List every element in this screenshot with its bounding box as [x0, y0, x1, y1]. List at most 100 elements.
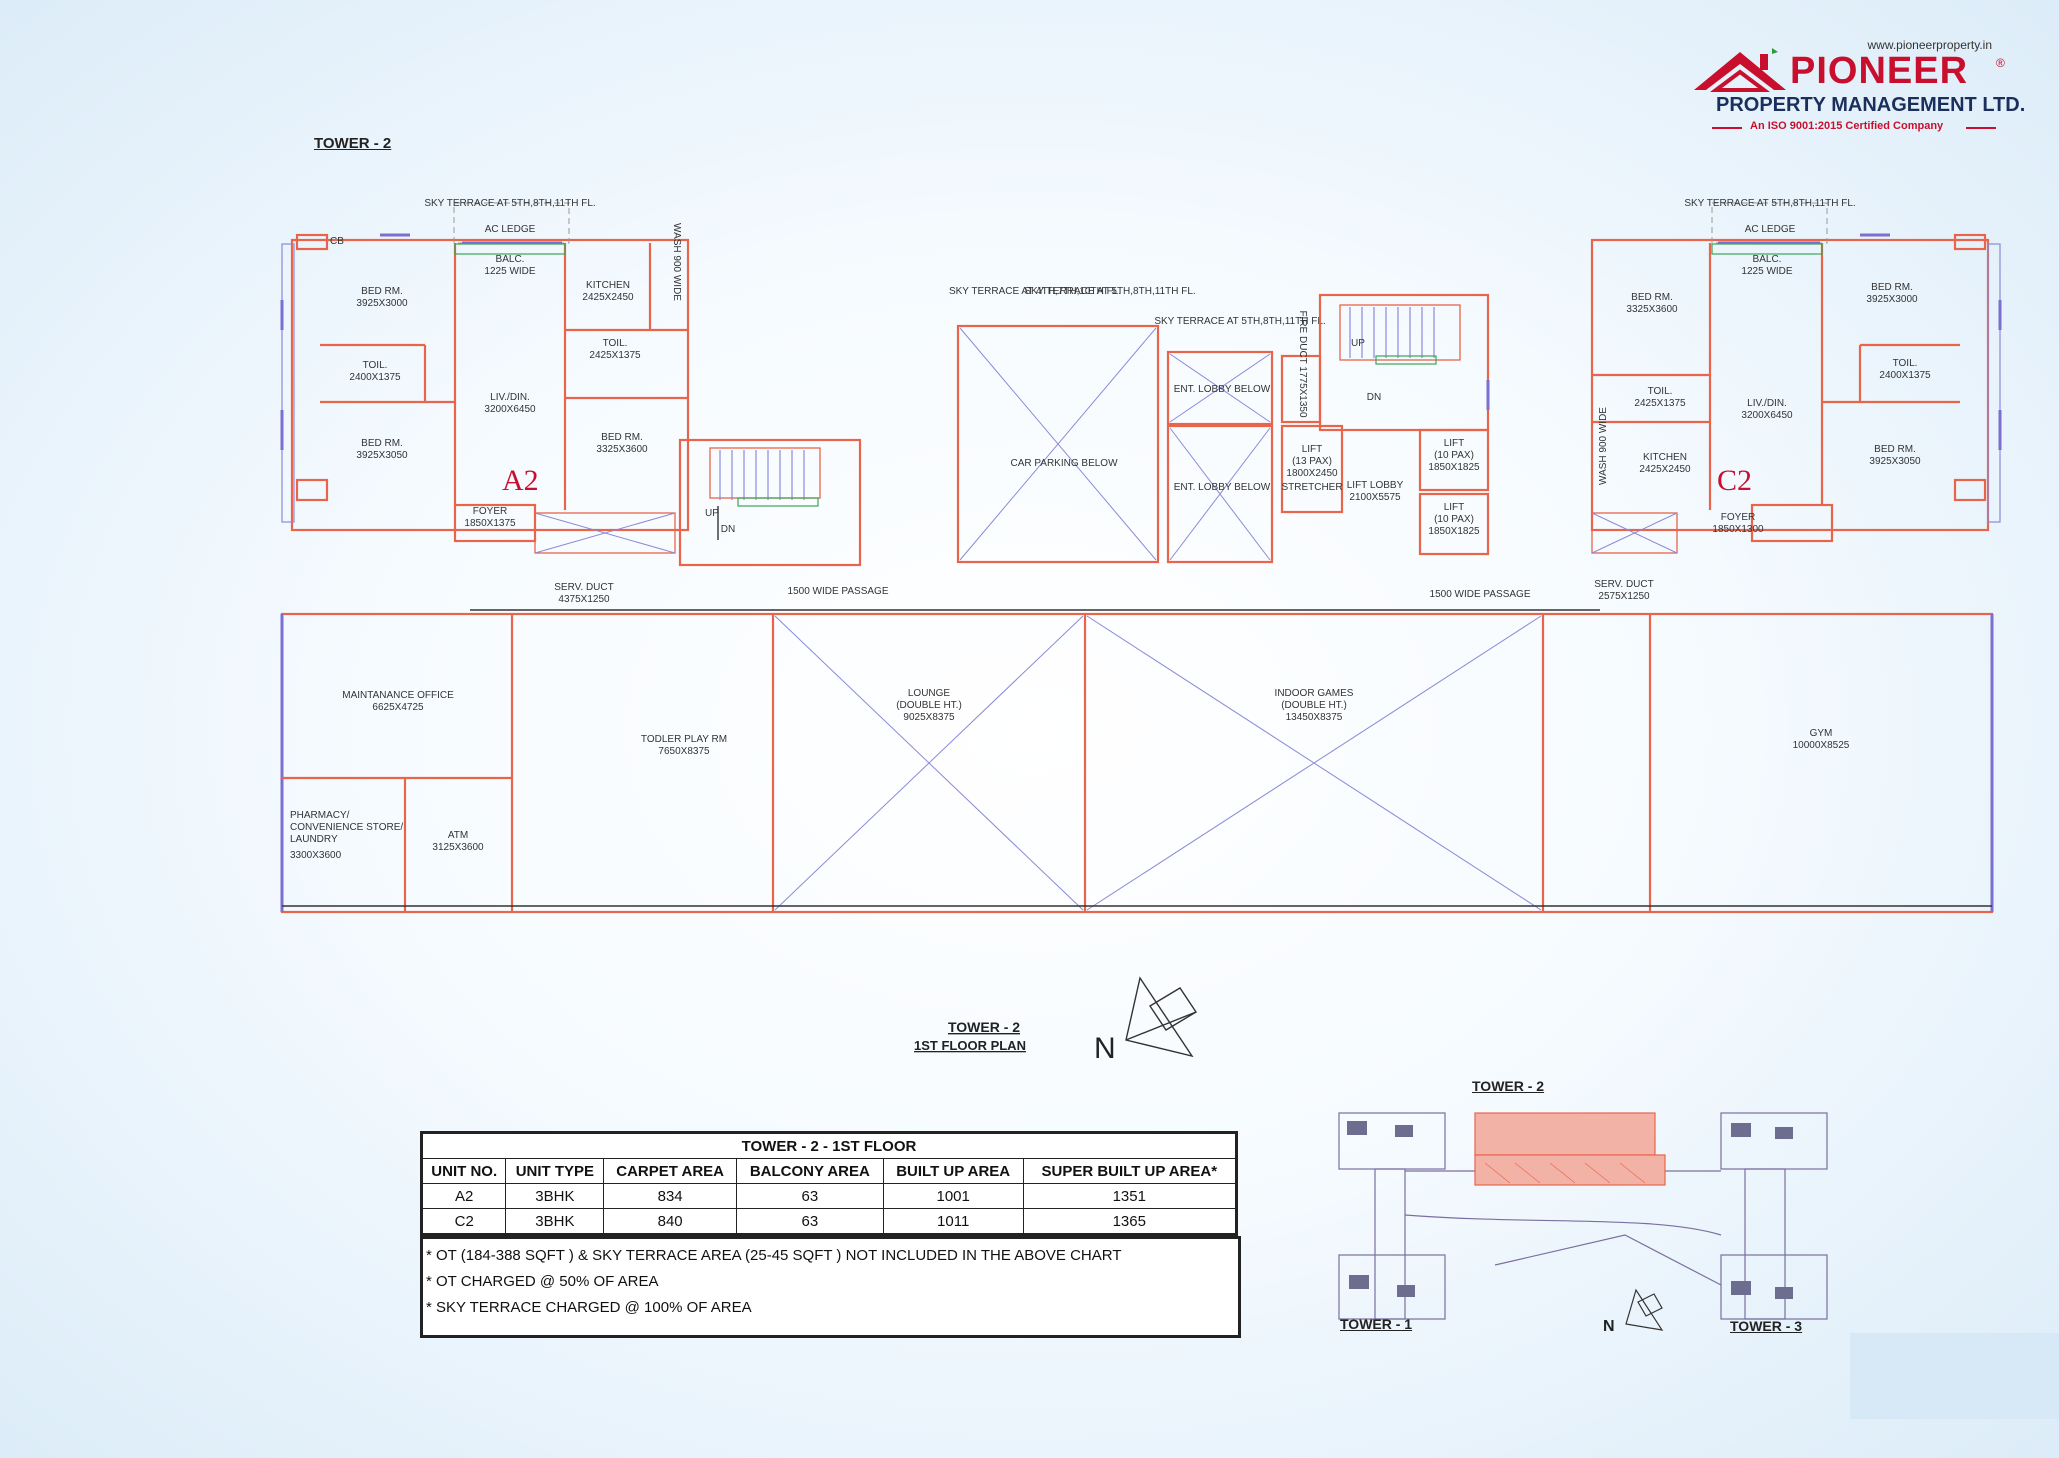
c2-toil2: TOIL.	[1893, 358, 1918, 369]
a2-toil1-dim: 2400X1375	[349, 372, 401, 383]
a2-liv-dim: 3200X6450	[484, 404, 536, 415]
area-table-caption: TOWER - 2 - 1ST FLOOR	[421, 1132, 1237, 1159]
key-plan-north-arrow-icon	[1625, 1288, 1664, 1331]
c2-bed3-dim: 3925X3050	[1869, 456, 1921, 467]
gym: GYM	[1810, 728, 1833, 739]
unit-c2-label: C2	[1717, 464, 1752, 497]
c2-bed3: BED RM.	[1874, 444, 1916, 455]
c2-balc-dim: 1225 WIDE	[1741, 266, 1792, 277]
lounge: LOUNGE	[908, 688, 951, 699]
lift-13-dim: 1800X2450	[1286, 468, 1338, 479]
table-row: A2 3BHK 834 63 1001 1351	[420, 1183, 1238, 1209]
lift-13: LIFT	[1302, 444, 1323, 455]
a2-ac-ledge: AC LEDGE	[485, 224, 536, 235]
lift-10b-sub: (10 PAX)	[1434, 514, 1474, 525]
stair-core-left	[534, 438, 862, 567]
a2-sky-terrace: SKY TERRACE AT 5TH,8TH,11TH FL.	[424, 198, 595, 209]
sky-terrace-mid3: SKY TERRACE AT 5TH,8TH,11TH FL.	[1154, 316, 1325, 327]
lift-core-dn: DN	[1367, 392, 1381, 403]
pharmacy-dim: 3300X3600	[290, 850, 342, 861]
fire-duct: FIRE DUCT 1775X1350	[1297, 310, 1308, 418]
ent-lobby-2: ENT. LOBBY BELOW	[1174, 482, 1271, 493]
north-arrow-icon	[1125, 976, 1197, 1058]
lift-10a: LIFT	[1444, 438, 1465, 449]
note-sky-terrace-charge: * SKY TERRACE CHARGED @ 100% OF AREA	[426, 1299, 752, 1316]
a2-bed1-dim: 3925X3000	[356, 298, 408, 309]
cell-carpet-area: 840	[603, 1208, 737, 1235]
indoor-games-sub: (DOUBLE HT.)	[1281, 700, 1347, 711]
lift-core-up: UP	[1351, 338, 1365, 349]
sky-terrace-mid1: SKY TERRACE AT 4TH,7TH,10TH FL.	[949, 286, 1121, 297]
pharmacy-line1: PHARMACY/	[290, 810, 350, 821]
key-plan-site	[1338, 1112, 1828, 1320]
indoor-games-dim: 13450X8375	[1286, 712, 1343, 723]
lift-10a-sub: (10 PAX)	[1434, 450, 1474, 461]
a2-bed3-dim: 3325X3600	[596, 444, 648, 455]
cert-rule-left	[1712, 127, 1742, 129]
lounge-dim: 9025X8375	[903, 712, 955, 723]
lounge-sub: (DOUBLE HT.)	[896, 700, 962, 711]
serv-duct-c: SERV. DUCT	[1594, 579, 1653, 590]
a2-toil1: TOIL.	[363, 360, 388, 371]
key-plan-tower3-label: TOWER - 3	[1730, 1318, 1803, 1334]
maintenance-office-dim: 6625X4725	[372, 702, 424, 713]
cell-unit-type: 3BHK	[505, 1183, 605, 1209]
a2-kitchen-dim: 2425X2450	[582, 292, 634, 303]
area-table: TOWER - 2 - 1ST FLOOR UNIT NO. UNIT TYPE…	[420, 1131, 1238, 1236]
toddler-room-dim: 7650X8375	[658, 746, 710, 757]
col-super-built-up-area: SUPER BUILT UP AREA*	[1022, 1158, 1238, 1184]
lift-10a-dim: 1850X1825	[1428, 462, 1480, 473]
a2-bed2: BED RM.	[361, 438, 403, 449]
cell-carpet-area: 834	[603, 1183, 737, 1209]
indoor-games: INDOOR GAMES	[1275, 688, 1354, 699]
lift-core	[1280, 293, 1490, 556]
col-carpet-area: CARPET AREA	[603, 1158, 737, 1184]
atm-dim: 3125X3600	[432, 842, 484, 853]
gym-dim: 10000X8525	[1793, 740, 1850, 751]
cell-balcony-area: 63	[735, 1208, 884, 1235]
a2-bed3: BED RM.	[601, 432, 643, 443]
brand-name: PIONEER	[1790, 50, 1969, 92]
passage-c: 1500 WIDE PASSAGE	[1430, 589, 1531, 600]
c2-wash: WASH 900 WIDE	[1598, 407, 1609, 485]
a2-balc: BALC.	[496, 254, 525, 265]
a2-foyer: FOYER	[473, 506, 507, 517]
cell-balcony-area: 63	[735, 1183, 884, 1209]
col-built-up-area: BUILT UP AREA	[882, 1158, 1024, 1184]
key-plan-tower1-label: TOWER - 1	[1340, 1316, 1413, 1332]
c2-toil2-dim: 2400X1375	[1879, 370, 1931, 381]
area-notes: * OT (184-388 SQFT ) & SKY TERRACE AREA …	[420, 1236, 1241, 1338]
car-parking-label: CAR PARKING BELOW	[1010, 458, 1118, 469]
a2-liv: LIV./DIN.	[490, 392, 530, 403]
c2-kitchen: KITCHEN	[1643, 452, 1687, 463]
passage-a: 1500 WIDE PASSAGE	[788, 586, 889, 597]
serv-duct-a-dim: 4375X1250	[558, 594, 610, 605]
north-label: N	[1094, 1032, 1116, 1065]
corner-decoration	[1850, 1333, 2059, 1419]
certification-text: An ISO 9001:2015 Certified Company	[1750, 120, 1944, 132]
serv-duct-a: SERV. DUCT	[554, 582, 613, 593]
house-roof-icon	[1694, 48, 1786, 92]
c2-bed1-dim: 3325X3600	[1626, 304, 1678, 315]
c2-sky-terrace: SKY TERRACE AT 5TH,8TH,11TH FL.	[1684, 198, 1855, 209]
lift-13-stretcher: STRETCHER	[1281, 482, 1342, 493]
unit-a2-label: A2	[502, 464, 539, 497]
a2-wash: WASH 900 WIDE	[671, 223, 682, 301]
cell-unit-no: C2	[420, 1208, 507, 1235]
a2-bed1: BED RM.	[361, 286, 403, 297]
brand-subtitle: PROPERTY MANAGEMENT LTD.	[1716, 94, 2026, 116]
c2-bed2-dim: 3925X3000	[1866, 294, 1918, 305]
toddler-room: TODLER PLAY RM	[641, 734, 727, 745]
pharmacy-line3: LAUNDRY	[290, 834, 338, 845]
cell-unit-no: A2	[420, 1183, 507, 1209]
c2-liv-dim: 3200X6450	[1741, 410, 1793, 421]
a2-balc-dim: 1225 WIDE	[484, 266, 535, 277]
a2-toil2: TOIL.	[603, 338, 628, 349]
c2-bed1: BED RM.	[1631, 292, 1673, 303]
website-url: www.pioneerproperty.in	[1867, 38, 1992, 52]
lift-10b-dim: 1850X1825	[1428, 526, 1480, 537]
amenities-block	[280, 612, 1994, 914]
maintenance-office: MAINTANANCE OFFICE	[342, 690, 454, 701]
cell-built-up-area: 1001	[882, 1183, 1024, 1209]
